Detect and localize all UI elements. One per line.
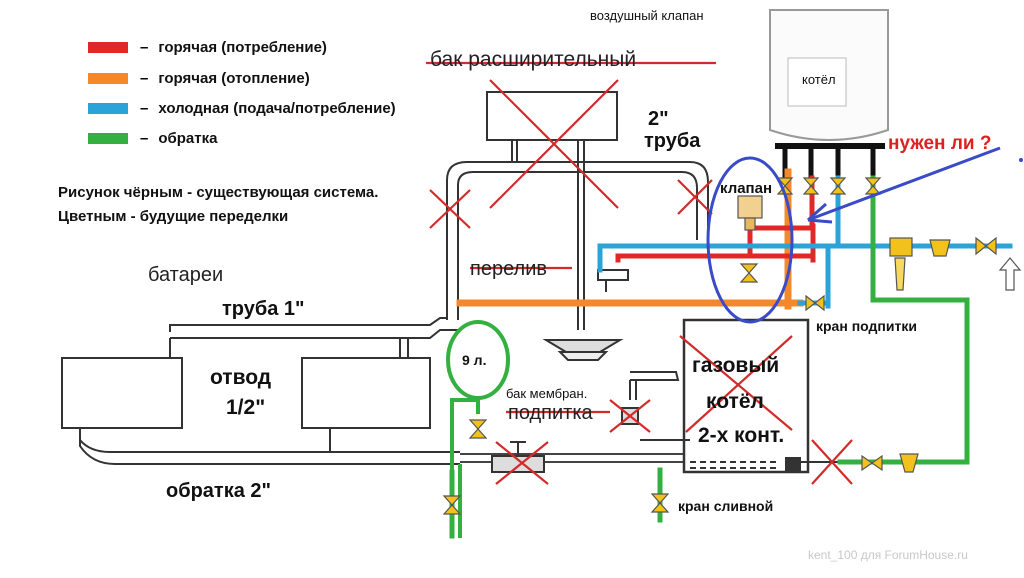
gas-boiler-label-1: газовый: [692, 354, 780, 377]
gas-boiler-label-2: котёл: [706, 390, 764, 413]
legend-swatch: [88, 132, 128, 144]
legend-dash: –: [140, 99, 149, 117]
membrane-tank-label: бак мембран.: [506, 386, 588, 401]
legend-item-hot-consumption: – горячая (потребление): [88, 37, 327, 57]
ball-valves: [442, 177, 997, 515]
legend-label: обратка: [158, 129, 218, 147]
branch-label: отвод: [210, 366, 272, 389]
overflow-label: перелив: [470, 258, 548, 280]
drain-valve-label: кран сливной: [678, 498, 774, 514]
note-line-1: Рисунок чёрным - существующая система.: [58, 184, 379, 201]
wall-boiler: [769, 9, 889, 178]
legend-swatch: [88, 72, 128, 84]
batteries-label: батареи: [148, 264, 224, 286]
legend-label: холодная (подача/потребление): [158, 99, 396, 117]
branch-size-label: 1/2": [226, 396, 266, 419]
legend-item-cold: – холодная (подача/потребление): [88, 98, 396, 118]
membrane-volume-label: 9 л.: [462, 352, 487, 368]
gas-boiler-label-3: 2-х конт.: [698, 424, 785, 447]
air-valve-label: воздушный клапан: [590, 8, 704, 23]
legend-swatch: [88, 41, 128, 53]
watermark: kent_100 для ForumHouse.ru: [808, 548, 968, 562]
valve-label: клапан: [720, 180, 773, 197]
legend-label: горячая (потребление): [158, 38, 327, 56]
pipe-word-label: труба: [644, 130, 701, 152]
legend-dash: –: [140, 69, 149, 87]
pipe-1-label: труба 1": [222, 298, 305, 320]
return-2-label: обратка 2": [166, 480, 271, 502]
legend-item-return: – обратка: [88, 128, 217, 148]
makeup-label: подпитка: [508, 402, 593, 424]
existing-system: [61, 91, 860, 474]
legend-dash: –: [140, 38, 149, 56]
note-line-2: Цветным - будущие переделки: [58, 208, 289, 225]
valve-callout: [706, 146, 1001, 324]
legend-label: горячая (отопление): [158, 69, 310, 87]
expansion-tank-label: бак расширительный: [430, 48, 637, 71]
legend-dash: –: [140, 129, 149, 147]
removed-marks: [426, 61, 853, 485]
makeup-valve-label: кран подпитки: [816, 318, 917, 334]
pipe-2-label: 2": [648, 108, 669, 130]
legend-item-hot-heating: – горячая (отопление): [88, 68, 310, 88]
boiler-top-label: котёл: [802, 72, 836, 87]
blue-dot: [1019, 158, 1023, 162]
legend-swatch: [88, 102, 128, 114]
needed-question-label: нужен ли ?: [888, 133, 992, 154]
cold-inlet-arrow: [998, 257, 1022, 291]
